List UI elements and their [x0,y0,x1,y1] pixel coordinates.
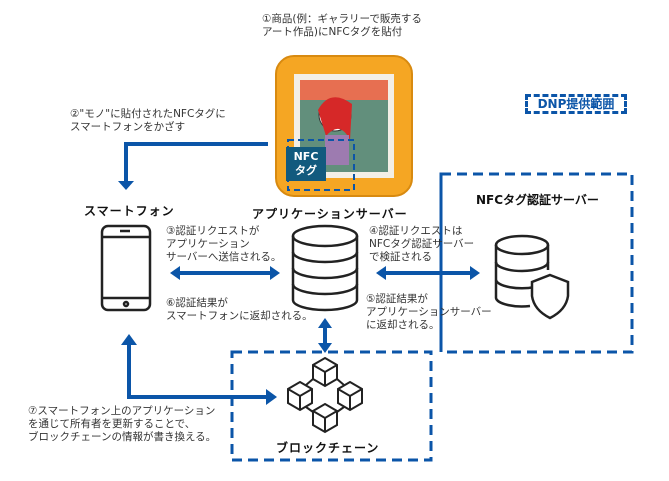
smartphone-label: スマートフォン [84,204,175,218]
arrow-phone-app [170,266,280,280]
arrow-app-nfc [376,266,480,280]
arrow-head [118,181,134,190]
blockchain-cubes-icon [287,356,363,434]
app-server-label: アプリケーションサーバー [252,207,408,221]
step4-text: ④認証リクエストは NFCタグ認証サーバー で検証される [369,225,475,263]
arrow-tag-to-phone [124,142,268,182]
dnp-scope-legend: DNP提供範囲 [525,94,627,114]
nfc-server-shield-icon [494,234,570,320]
app-server-database-icon [291,224,359,312]
arrow-head [121,334,137,345]
step5-text: ⑤認証結果が アプリケーションサーバー に返却される。 [366,293,492,331]
arrow-app-blockchain [318,318,332,353]
step6-text: ⑥認証結果が スマートフォンに返却される。 [166,297,313,322]
arrow-head [266,389,277,405]
blockchain-scope-box [230,350,433,462]
step2-text: ②"モノ"に貼付されたNFCタグに スマートフォンをかざす [70,108,226,133]
step1-text: ①商品(例：ギャラリーで販売する アート作品)にNFCタグを貼付 [262,13,422,38]
arrow-phone-to-blockchain [127,344,268,399]
step7-text: ⑦スマートフォン上のアプリケーション を通じて所有者を更新することで、 ブロック… [28,405,217,443]
nfc-server-label: NFCタグ認証サーバー [476,193,599,207]
nfc-tag-label: NFC タグ [286,147,326,181]
smartphone-icon [100,224,152,312]
step3-text: ③認証リクエストが アプリケーション サーバーへ送信される。 [166,225,282,263]
blockchain-label: ブロックチェーン [276,441,380,455]
